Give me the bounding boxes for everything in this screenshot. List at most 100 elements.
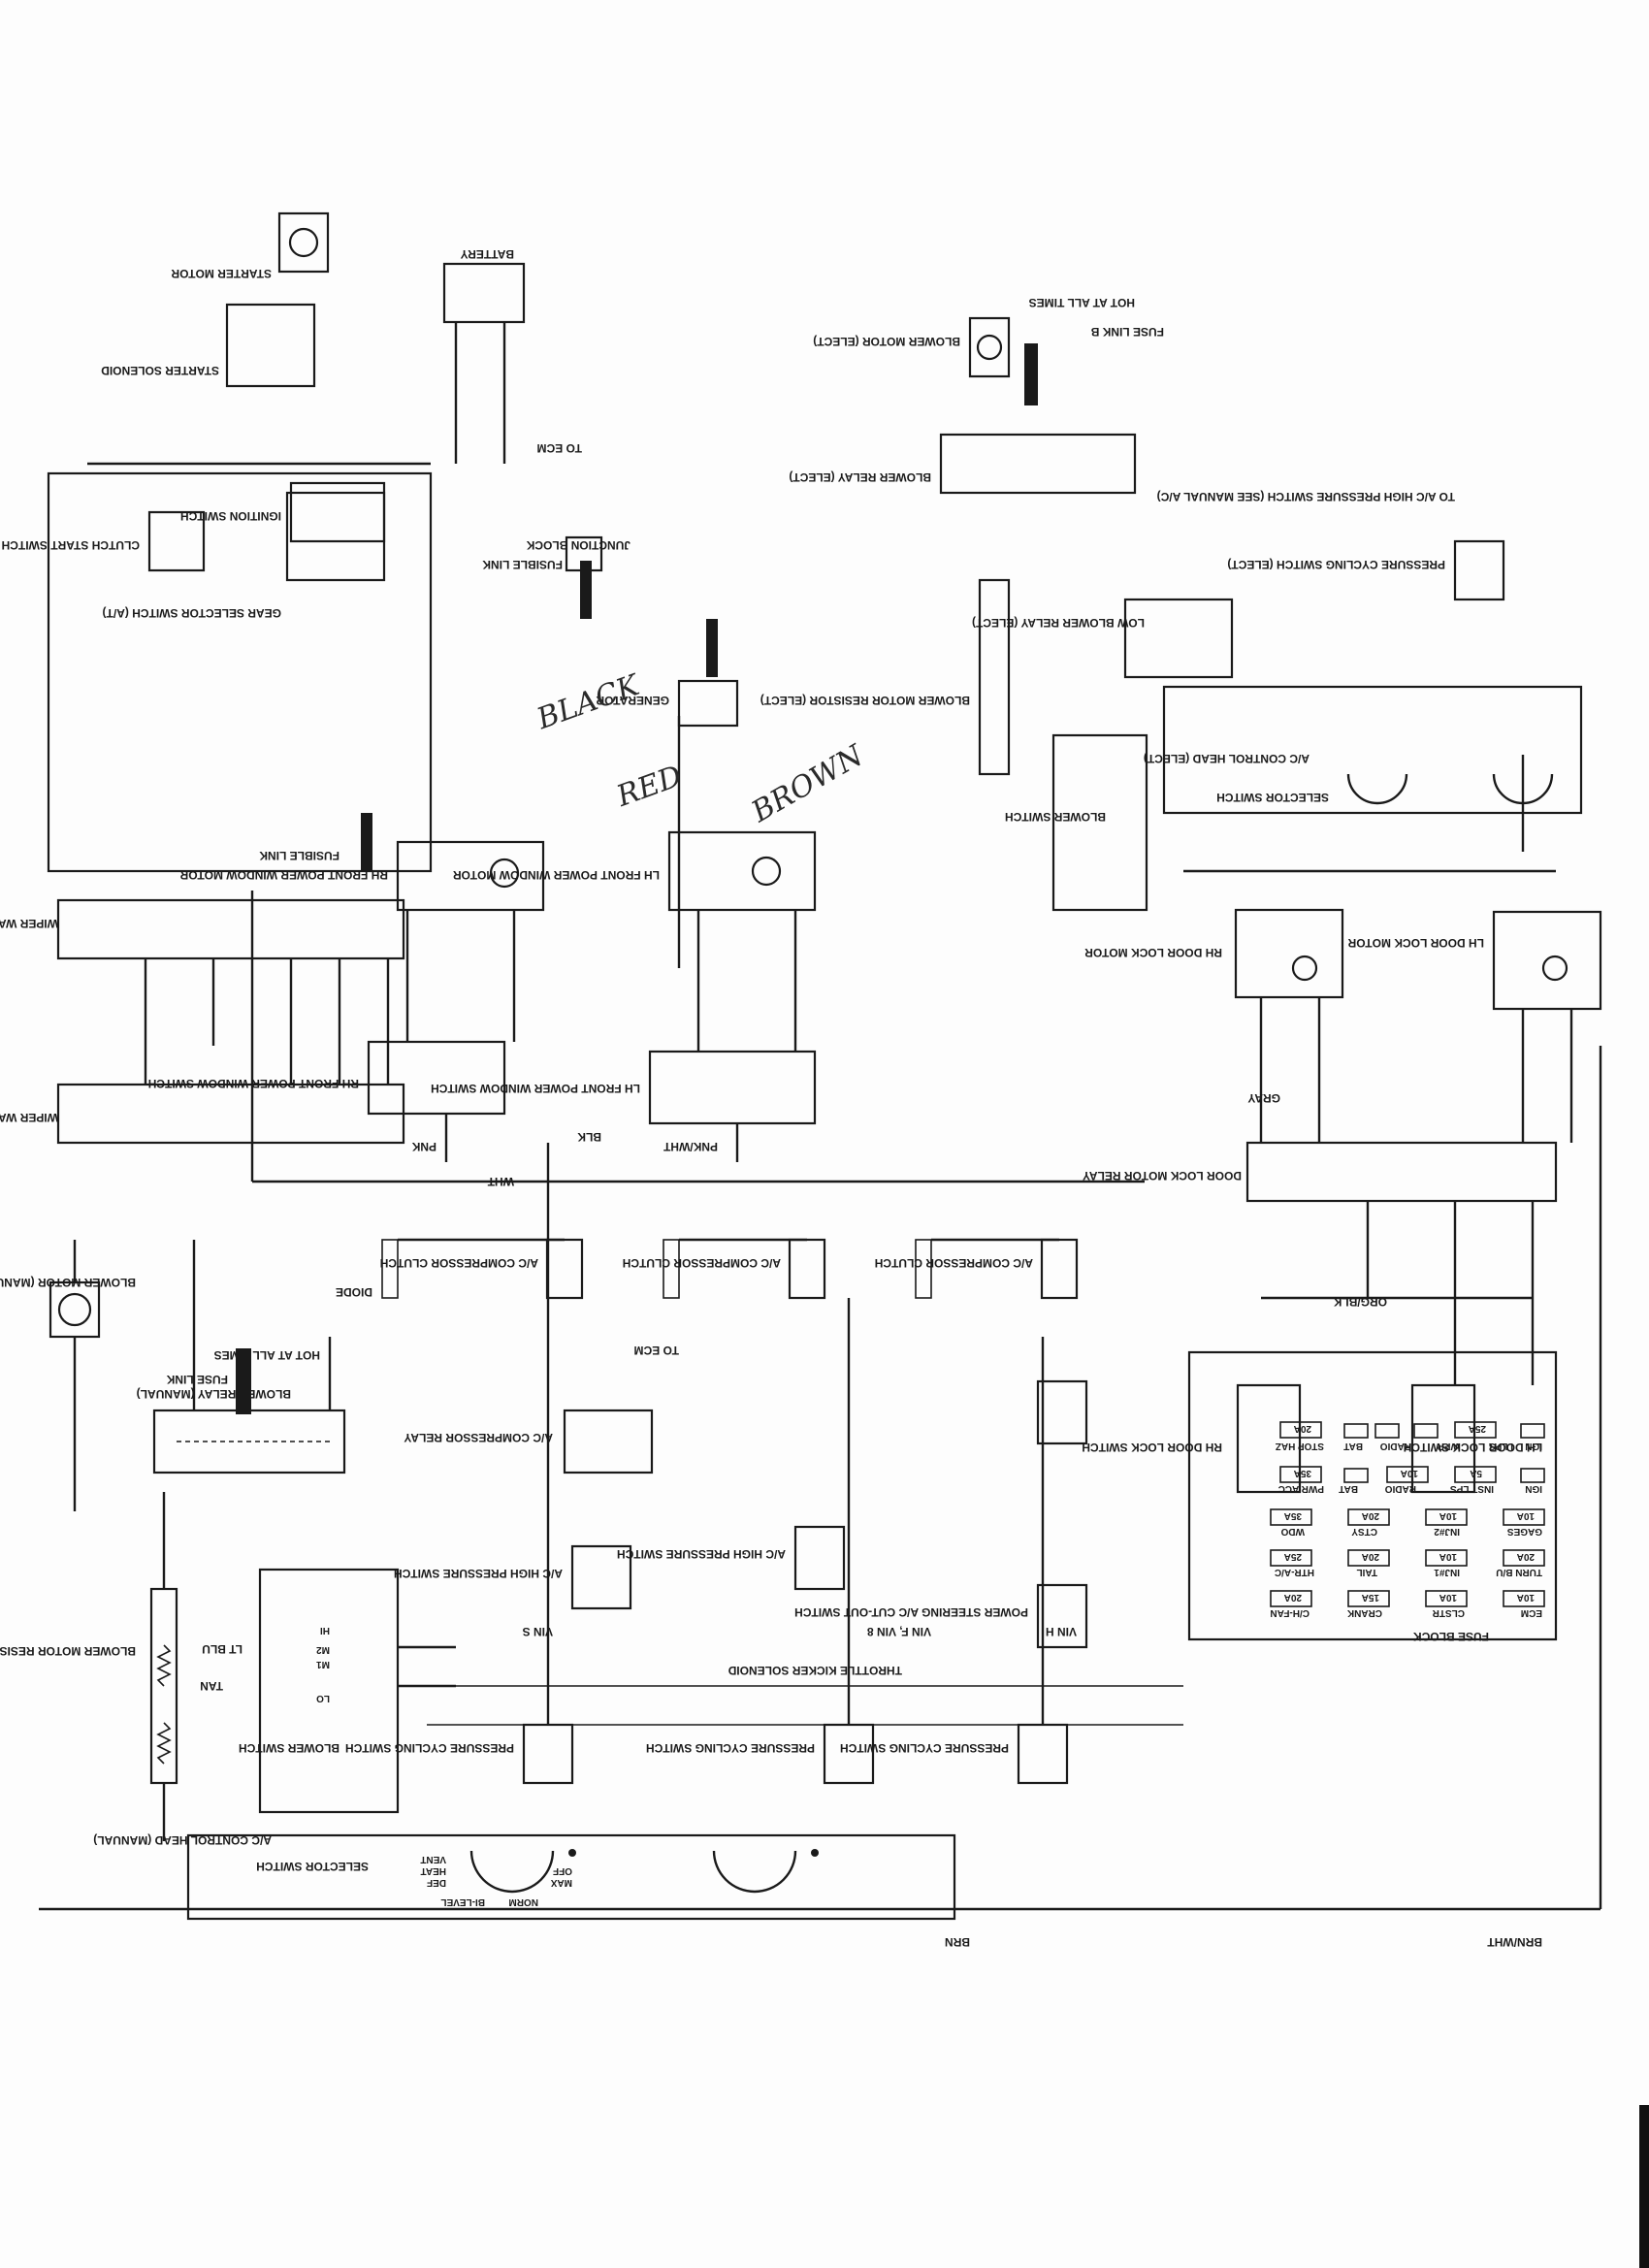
lh-door-lock-switch — [1410, 1383, 1476, 1494]
motor-housing — [48, 1280, 101, 1339]
blower-resistor-elect — [978, 578, 1011, 776]
fuse-link-label: FUSE LINK — [166, 1373, 228, 1386]
resistor-label: BLOWER MOTOR RESISTOR (ELECT) — [760, 694, 970, 707]
wire-label: LT BLU — [202, 1642, 242, 1656]
clutch-switch-label: CLUTCH START SWITCH (M/T) — [0, 538, 140, 552]
fuse-label: BAT — [1339, 1483, 1358, 1494]
switch-position-label: VENT — [420, 1854, 446, 1864]
resistor-label: BLOWER MOTOR RESISTOR (MANUAL) — [0, 1644, 136, 1658]
pressure-cycling-label: PRESSURE CYCLING SWITCH — [646, 1741, 815, 1755]
compressor-clutch-label: A/C COMPRESSOR CLUTCH — [380, 1256, 538, 1270]
blower-resistor-manual: BLOWER MOTOR RESISTOR (MANUAL) — [0, 1492, 178, 1841]
low-blower-relay — [1123, 598, 1234, 679]
starter-solenoid-label: STARTER SOLENOID — [101, 364, 219, 377]
compressor-section: PRESSURE CYCLING SWITCH PRESSURE CYCLING… — [250, 891, 1145, 1785]
fuse-rating: 35A — [1294, 1468, 1311, 1478]
fuse — [1520, 1468, 1545, 1483]
fuse — [1413, 1423, 1439, 1439]
lh-window-motor — [667, 830, 817, 912]
fusible-link-label: FUSIBLE LINK — [259, 849, 340, 862]
motor-icon — [288, 227, 319, 258]
clutch-switch — [147, 510, 206, 572]
diode — [663, 1239, 680, 1299]
junction-block-label: JUNCTION BLOCK — [526, 538, 630, 552]
fuse-rating: 10A — [1401, 1468, 1418, 1478]
motor-label: BLOWER MOTOR (MANUAL) — [0, 1276, 136, 1289]
scan-edge-mark — [1639, 2105, 1649, 2268]
generator-label: GENERATOR — [596, 694, 669, 707]
switch-position-label: OFF — [553, 1865, 572, 1876]
fuse-label: I LPS — [1489, 1441, 1513, 1451]
diode-label: DIODE — [336, 1285, 372, 1299]
fuse — [1503, 1508, 1545, 1526]
fuse-block-frame — [1187, 1350, 1558, 1641]
wire-label: PNK/WHT — [663, 1140, 718, 1153]
fuse-block-title: FUSE BLOCK — [1413, 1630, 1489, 1643]
wiper-switch-assembly — [56, 1083, 405, 1145]
fuse-rating: 10A — [1517, 1592, 1535, 1603]
motor-icon — [1291, 955, 1318, 982]
door-lock-relay — [1245, 1141, 1558, 1203]
fuse-rating: 10A — [1517, 1510, 1535, 1521]
starter-solenoid — [225, 303, 316, 388]
switch-position-label: MAX — [550, 1877, 572, 1888]
compressor-relay-label: A/C COMPRESSOR RELAY — [404, 1431, 553, 1444]
handwritten-black: BLACK — [532, 667, 645, 736]
resistor-zigzag — [156, 1722, 172, 1765]
pressure-cycling-switch-elect — [1453, 539, 1505, 601]
to-ecm-label: TO ECM — [537, 441, 582, 455]
fusible-link — [706, 619, 718, 677]
blower-relay-label: BLOWER RELAY (ELECT) — [789, 470, 931, 484]
fuse-label: IGN — [1525, 1483, 1542, 1494]
blower-switch-label: BLOWER SWITCH — [1005, 810, 1106, 824]
gear-switch-label: GEAR SELECTOR SWITCH (A/T) — [103, 606, 281, 620]
low-blower-relay-label: LOW BLOWER RELAY (ELECT) — [972, 616, 1145, 630]
starting-charging-section: BATTERY STARTER SOLENOID STARTER MOTOR I… — [0, 211, 739, 873]
compressor-clutch — [788, 1238, 826, 1300]
ac-control-head-manual: DEF HEAT VENT BI-LEVEL NORM MAX OFF SELE… — [93, 1568, 956, 1921]
handwritten-notes: BLACK RED BROWN — [532, 667, 870, 829]
pressure-cycling-switch — [522, 1723, 574, 1785]
fuse-rating: 10A — [1439, 1592, 1457, 1603]
rh-lock-switch-label: RH DOOR LOCK SWITCH — [1082, 1441, 1222, 1454]
ac-head-elect-label: A/C CONTROL HEAD (ELECT) — [1144, 752, 1310, 765]
battery — [442, 262, 526, 324]
fuse — [1347, 1590, 1390, 1607]
fuse-label: TAIL — [1357, 1567, 1377, 1577]
fusible-link — [580, 561, 592, 619]
hot-label: HOT AT ALL TIMES — [1029, 296, 1135, 309]
lh-window-switch-label: LH FRONT POWER WINDOW SWITCH — [431, 1082, 640, 1095]
fuse — [1425, 1508, 1468, 1526]
fuse-label: C/H-FAN — [1270, 1607, 1310, 1618]
fuse-rating: 10A — [1439, 1551, 1457, 1562]
starter-motor — [277, 211, 330, 274]
switch-position-label: BI-LEVEL — [440, 1896, 485, 1907]
motor-icon — [57, 1292, 92, 1327]
motor-icon — [976, 334, 1003, 361]
starter-motor-label: STARTER MOTOR — [171, 267, 272, 280]
fuse — [1270, 1590, 1312, 1607]
throttle-kicker-label: THROTTLE KICKER SOLENOID — [728, 1664, 902, 1677]
ac-head-elect-frame — [1162, 685, 1583, 815]
fuse-label: RADIO — [1385, 1483, 1416, 1494]
rh-door-lock-motor — [1234, 908, 1344, 999]
fuse — [1270, 1508, 1312, 1526]
fuse-label: CRANK — [1346, 1607, 1382, 1618]
pressure-cycling-label: PRESSURE CYCLING SWITCH — [345, 1741, 514, 1755]
wire-label: WHT — [487, 1175, 514, 1188]
lh-lock-switch-label: LH DOOR LOCK SWITCH — [1404, 1441, 1542, 1454]
rh-window-switch — [367, 1040, 506, 1116]
diode — [381, 1239, 399, 1299]
compressor-clutch — [545, 1238, 584, 1300]
fuse-block: FUSE BLOCK ECM CLSTR CRANK C/H-FAN 10A 1… — [1187, 1350, 1558, 1643]
vin-label: VIN H — [1046, 1625, 1077, 1638]
wiper-motor-module — [56, 898, 405, 960]
fuse — [1343, 1468, 1369, 1483]
generator — [677, 679, 739, 728]
fuse-label: WDO — [1280, 1526, 1305, 1537]
fuse-label: IGN — [1525, 1441, 1542, 1451]
handwritten-brown: BROWN — [745, 738, 870, 830]
rh-door-lock-switch — [1236, 1383, 1302, 1494]
fuse — [1503, 1590, 1545, 1607]
